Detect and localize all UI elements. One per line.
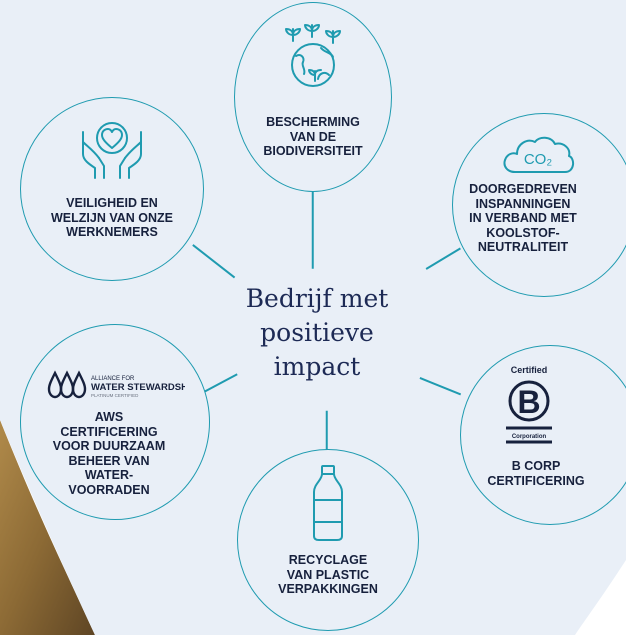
bcorp-corporation-text: Corporation (512, 434, 547, 440)
node-recycling: RECYCLAGE VAN PLASTIC VERPAKKINGEN (237, 449, 419, 631)
co2-cloud-icon: CO₂ (503, 136, 575, 173)
label-recycling: RECYCLAGE VAN PLASTIC VERPAKKINGEN (278, 553, 378, 596)
globe-sprouts-icon (285, 24, 341, 87)
aws-logo-line2: WATER STEWARDSHIP (91, 382, 185, 393)
co2-text: CO₂ (524, 151, 553, 168)
b-corp-logo-icon: Certified B Corporation (506, 365, 552, 444)
aws-logo-icon: ALLIANCE FOR WATER STEWARDSHIP PLATINUM … (47, 370, 185, 399)
field-image (0, 420, 95, 635)
connector-recycling (326, 410, 328, 452)
node-biodiversity: BESCHERMING VAN DE BIODIVERSITEIT (234, 2, 392, 192)
bcorp-certified-text: Certified (511, 365, 548, 375)
node-bcorp: Certified B Corporation B CORP CERTIFICE… (460, 345, 626, 525)
aws-logo-line1: ALLIANCE FOR (91, 376, 135, 382)
node-aws: ALLIANCE FOR WATER STEWARDSHIP PLATINUM … (20, 324, 210, 520)
bcorp-letter: B (517, 384, 540, 420)
hands-heart-icon (82, 122, 142, 179)
node-safety: VEILIGHEID EN WELZIJN VAN ONZE WERKNEMER… (20, 97, 204, 281)
label-carbon: DOORGEDREVEN INSPANNINGEN IN VERBAND MET… (469, 182, 577, 254)
label-bcorp: B CORP CERTIFICERING (487, 459, 585, 488)
label-biodiversity: BESCHERMING VAN DE BIODIVERSITEIT (263, 115, 363, 158)
plastic-bottle-icon (313, 465, 343, 541)
label-aws: AWS CERTIFICERING VOOR DUURZAAM BEHEER V… (52, 410, 166, 497)
aws-logo-line3: PLATINUM CERTIFIED (91, 393, 139, 398)
label-safety: VEILIGHEID EN WELZIJN VAN ONZE WERKNEMER… (51, 196, 173, 239)
connector-biodiversity (312, 190, 314, 269)
center-title: Bedrijf met positieve impact (245, 284, 389, 381)
node-carbon: CO₂ DOORGEDREVEN INSPANNINGEN IN VERBAND… (452, 113, 626, 297)
